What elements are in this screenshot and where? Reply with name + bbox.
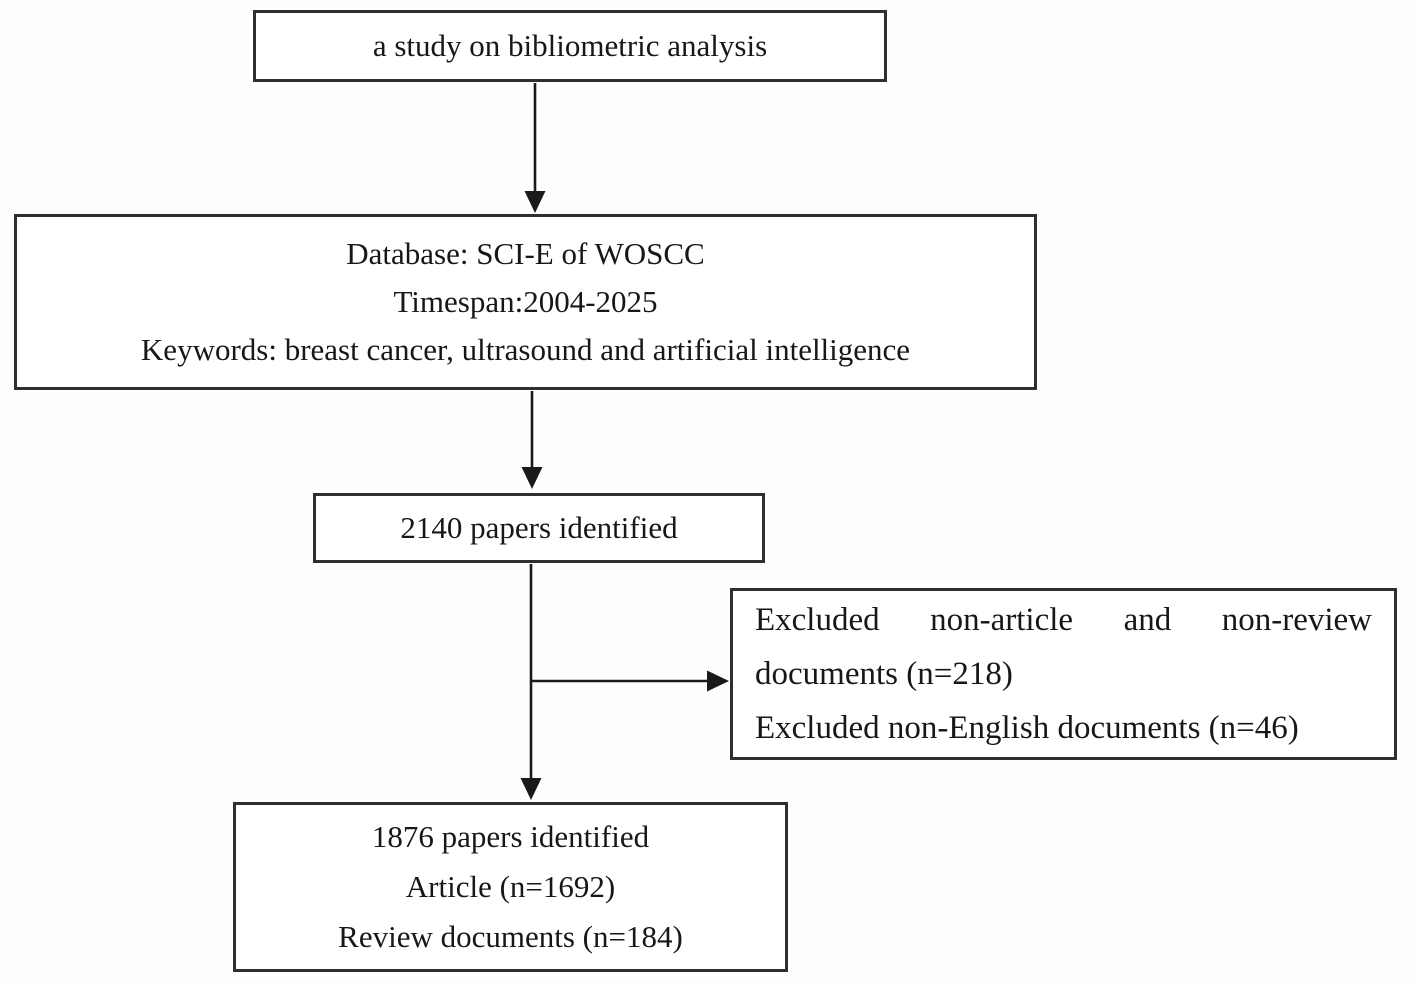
- papers-identified-text: 2140 papers identified: [400, 510, 678, 545]
- excluded-non-english-text: Excluded non-English documents (n=46): [755, 710, 1299, 746]
- final-article-count-text: Article (n=1692): [405, 869, 616, 904]
- excluded-non-article-text: Excluded non-article and non-review docu…: [755, 602, 1372, 692]
- criteria-keywords-text: Keywords: breast cancer, ultrasound and …: [140, 332, 911, 367]
- excluded-documents-box: Excluded non-article and non-review docu…: [730, 588, 1397, 760]
- arrow-identified-to-final: [520, 564, 542, 800]
- study-title-box: a study on bibliometric analysis: [253, 10, 887, 82]
- search-criteria-box: Database: SCI-E of WOSCC Timespan:2004-2…: [14, 214, 1037, 390]
- criteria-database-text: Database: SCI-E of WOSCC: [346, 236, 705, 271]
- arrow-branch-to-excluded: [531, 670, 729, 692]
- arrow-criteria-to-identified: [521, 391, 543, 489]
- study-title-text: a study on bibliometric analysis: [372, 28, 768, 63]
- papers-identified-box: 2140 papers identified: [313, 493, 765, 563]
- arrow-study-to-criteria: [524, 83, 546, 213]
- final-papers-box: 1876 papers identified Article (n=1692) …: [233, 802, 788, 972]
- criteria-timespan-text: Timespan:2004-2025: [393, 284, 658, 319]
- final-review-count-text: Review documents (n=184): [338, 919, 683, 954]
- final-papers-text: 1876 papers identified: [371, 819, 650, 854]
